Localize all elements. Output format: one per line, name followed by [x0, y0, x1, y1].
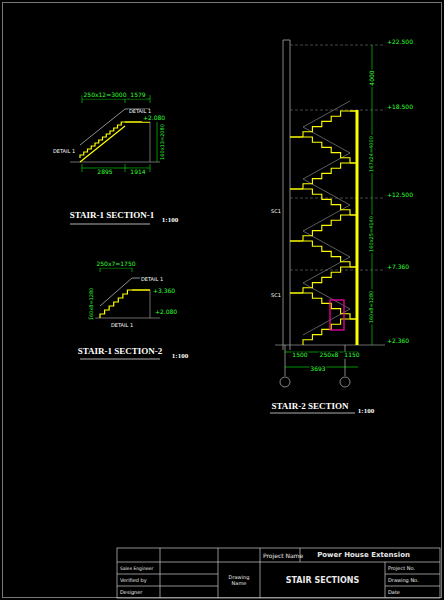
level-mark: +12.500 [386, 192, 414, 199]
dimension: 160x13=2080 [160, 123, 166, 161]
stair-stroke [303, 153, 350, 179]
stair-stroke [303, 231, 350, 257]
stair-stroke [303, 137, 350, 163]
cell-text: Date [388, 589, 400, 595]
stair-stroke [303, 189, 350, 215]
stair-flight [80, 122, 125, 158]
detail-callout: DETAIL 1 [52, 149, 76, 155]
title-block-cell: STAIR SECTIONS [260, 562, 385, 598]
stair-stroke [290, 188, 303, 190]
section-title: STAIR-1 SECTION-1 [69, 211, 156, 221]
dimension: 1579 [129, 92, 146, 99]
stair-landing [125, 121, 150, 123]
cell-text: Verified by [120, 577, 147, 583]
cell-text: Project No. [388, 565, 415, 571]
level-mark: +2.080 [142, 115, 166, 122]
cell-text: STAIR SECTIONS [286, 576, 360, 585]
title-block-cell: Drawing No. [385, 574, 440, 586]
stair-stroke [290, 136, 303, 138]
dimension: 160x25=4140 [369, 215, 375, 253]
cell-text: Designer [120, 589, 142, 595]
level-mark: +7.360 [386, 264, 410, 271]
stair-stroke [303, 101, 350, 127]
section-title: STAIR-2 SECTION [270, 402, 349, 412]
stair-stroke [303, 127, 350, 153]
stair-stroke [290, 240, 303, 242]
stair-stroke [303, 293, 350, 319]
title-block-cell: Project No. [385, 562, 440, 574]
title-block-cell: Sales Engineer [117, 562, 160, 574]
dimension: 1914 [129, 169, 146, 176]
stair-flights [290, 111, 357, 345]
cell-text: Power House Extension [317, 551, 410, 559]
level-mark: +22.500 [386, 39, 414, 46]
steel-column [356, 110, 359, 345]
title-block-grid [117, 548, 440, 598]
cell-text: Drawing Name [221, 574, 257, 586]
dimension: 250x8 [319, 352, 340, 359]
scale: 1:100 [357, 408, 375, 416]
level-mark: +3.360 [152, 288, 176, 295]
stair-stroke [303, 179, 350, 205]
stair-stroke [303, 257, 350, 283]
detail-callout: DETAIL 1 [110, 323, 134, 329]
dimension: 160x8=1280 [89, 287, 95, 322]
stair-stroke [303, 309, 350, 335]
grid-tag: SC1 [270, 293, 282, 299]
title-block-cell: Designer [117, 586, 160, 598]
detail-frame [330, 300, 344, 330]
grid-tag: SC1 [270, 209, 282, 215]
stair-stringer [80, 126, 125, 162]
title-block-cell: Project Name Power House Extension [260, 548, 440, 562]
dimension: 250x12=3000 [83, 92, 128, 99]
stair-stroke [303, 319, 350, 345]
dimension: 160x8=1280 [369, 290, 375, 325]
stair-stroke [303, 215, 350, 241]
stair-stroke [303, 267, 350, 293]
cell-text: Sales Engineer [120, 566, 153, 571]
scale: 1:100 [161, 217, 179, 225]
level-mark: +18.500 [386, 104, 414, 111]
cell-heading: Project Name [263, 552, 303, 559]
title-block-cell: Verified by [117, 574, 160, 586]
title-block-cell: Date [385, 586, 440, 598]
level-mark: +2.360 [386, 338, 410, 345]
stair-stroke [303, 163, 350, 189]
dimension: 1150 [343, 352, 360, 359]
stair-stroke [303, 111, 350, 137]
stair-stroke [303, 205, 350, 231]
dimension: 4000 [369, 69, 376, 86]
stair2-section-lines [270, 40, 385, 413]
stair-landing [132, 289, 150, 291]
scale: 1:100 [171, 353, 189, 361]
stair-stroke [303, 241, 350, 267]
detail-callout: DETAIL 1 [140, 277, 164, 283]
dimension: 250x7=1750 [95, 261, 136, 268]
dimension: 2895 [96, 169, 113, 176]
title-block-cell: Drawing Name [218, 562, 260, 598]
stair-flight [100, 290, 132, 318]
dimension: 167x24=4000 [369, 135, 375, 173]
dimension: 3693 [309, 366, 326, 373]
dimension: 1500 [291, 352, 308, 359]
sheet-border [3, 3, 442, 598]
stair-stroke [290, 292, 303, 294]
section-title: STAIR-1 SECTION-2 [77, 347, 164, 357]
level-mark: +2.080 [154, 309, 178, 316]
handrails [303, 101, 350, 335]
cell-text: Drawing No. [388, 577, 419, 583]
stair-stroke [303, 283, 350, 309]
